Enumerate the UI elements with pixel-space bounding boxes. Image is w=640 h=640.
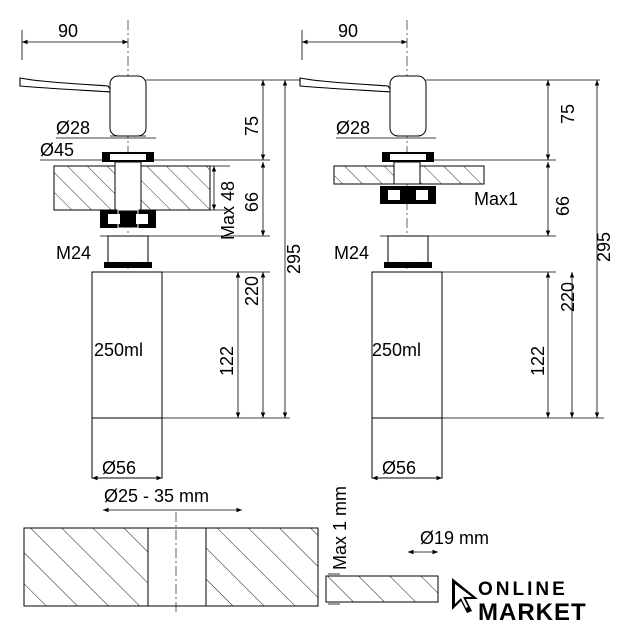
left-dispenser-view: 90 Max 48 M24 250ml: [19, 20, 304, 481]
right-dim75-label: 75: [558, 104, 578, 124]
right-width-dim-label: 90: [338, 21, 358, 41]
countertop-hole-section: Ø25 - 35 mm Max 1 mm Ø19 mm: [23, 486, 489, 614]
right-dim122-label: 122: [528, 346, 548, 376]
left-dia28-label: Ø28: [56, 118, 90, 138]
left-dim66-label: 66: [242, 192, 262, 212]
left-bottle-base: [91, 417, 163, 479]
logo-line2: MARKET: [478, 599, 587, 626]
right-dispenser-view: 90 Max1 M24 250ml Ø56 Ø28 75 66: [299, 20, 614, 481]
right-dim66-label: 66: [553, 196, 573, 216]
onlinemarket-logo: ONLINE MARKET: [452, 578, 587, 626]
left-volume-label: 250ml: [94, 340, 143, 360]
left-bottle: [91, 271, 163, 419]
thick-hole-label: Ø25 - 35 mm: [104, 486, 209, 506]
right-bottle-dia-label: Ø56: [382, 458, 416, 478]
right-dia28-label: Ø28: [336, 118, 370, 138]
thin-counter: [325, 575, 439, 603]
left-dim220-label: 220: [242, 276, 262, 306]
left-pump-head: [109, 75, 147, 137]
left-spout: [19, 77, 114, 93]
right-spout: [299, 77, 394, 93]
left-width-dim-label: 90: [58, 21, 78, 41]
logo-line1: ONLINE: [478, 579, 568, 600]
thick-counter-right: [205, 527, 319, 607]
right-dim220-label: 220: [558, 282, 578, 312]
right-bottle: [371, 271, 443, 419]
thin-hole-label: Ø19 mm: [420, 528, 489, 548]
left-dim122-label: 122: [217, 346, 237, 376]
thick-counter-left: [23, 527, 149, 607]
right-bottle-base: [371, 417, 443, 479]
right-max-label: Max1: [474, 189, 518, 209]
left-neck: [107, 235, 149, 267]
left-dim75-label: 75: [242, 116, 262, 136]
thick-counter-hole: [147, 527, 207, 607]
left-thread-label: M24: [56, 243, 91, 263]
right-pump-head: [389, 75, 427, 137]
right-dim295-label: 295: [594, 232, 614, 262]
thin-max-label: Max 1 mm: [330, 486, 350, 570]
left-bottle-dia-label: Ø56: [102, 458, 136, 478]
right-neck: [387, 235, 429, 267]
left-dim295-label: 295: [284, 244, 304, 274]
left-max-label: Max 48: [218, 181, 238, 240]
left-dia45-label: Ø45: [40, 140, 74, 160]
right-thread-label: M24: [334, 243, 369, 263]
right-volume-label: 250ml: [372, 340, 421, 360]
